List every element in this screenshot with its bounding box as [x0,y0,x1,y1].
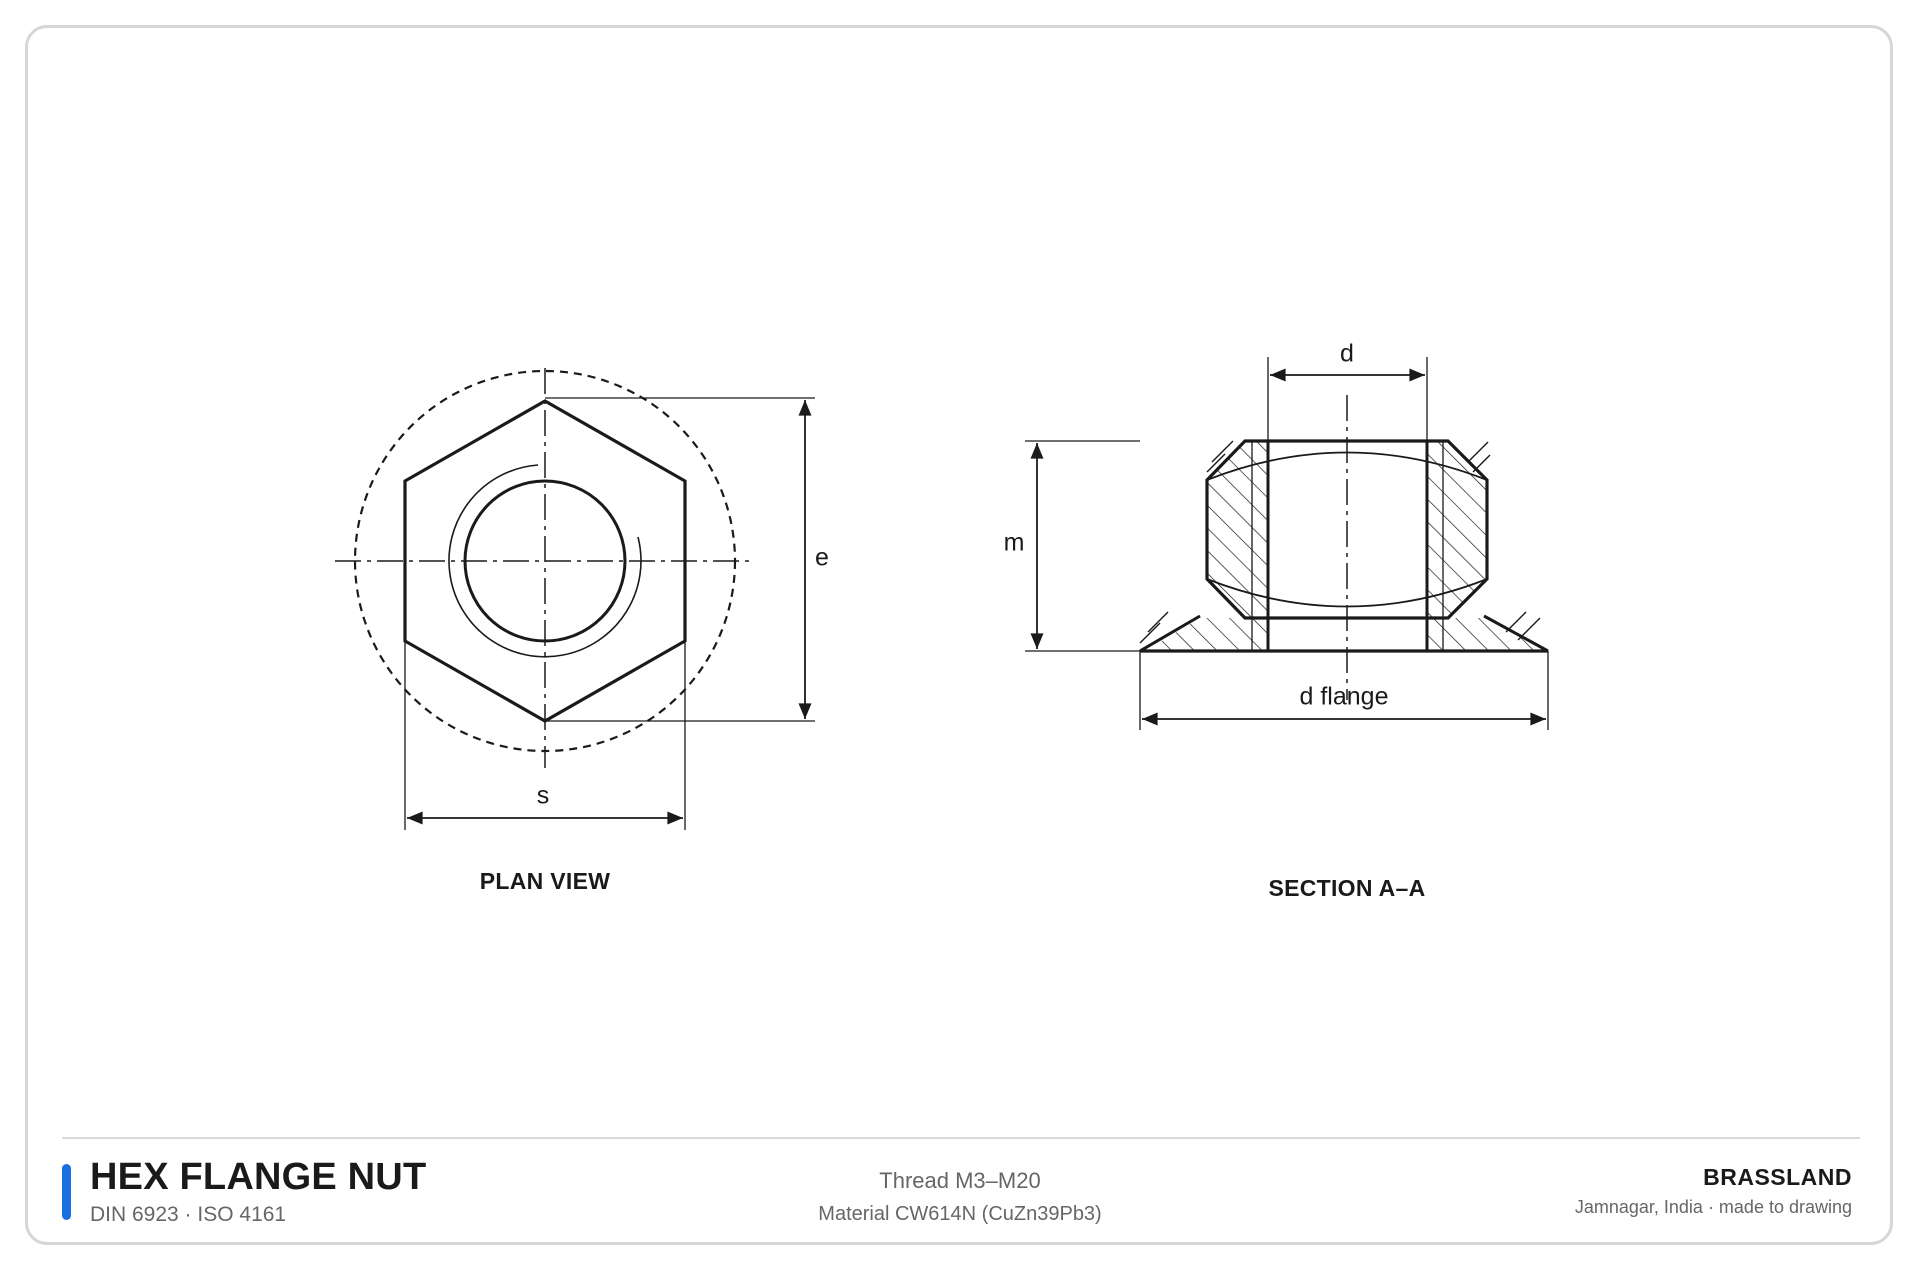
title-accent-bar [62,1164,71,1220]
drawing-sheet [25,25,1893,1245]
dimension-label-s: s [536,781,550,810]
flange-edge-left [1139,614,1201,653]
dimension-label-e: e [815,543,829,572]
flange-edge-right [1483,614,1549,653]
dimension-label-m: m [1003,528,1025,557]
material-spec: Material CW614N (CuZn39Pb3) [818,1203,1102,1225]
part-standard: DIN 6923 · ISO 4161 [90,1203,287,1226]
flange-hatch-left [1145,618,1268,651]
brand-location: Jamnagar, India · made to drawing [1574,1197,1852,1217]
thread-arc [448,464,642,658]
nut-body-outline [1205,439,1489,620]
flange-hatch-right [1427,618,1550,651]
plan-view [335,368,815,830]
part-title: HEX FLANGE NUT [90,1156,427,1198]
dimension-label-d: d [1340,339,1354,368]
brand-name: BRASSLAND [1703,1164,1852,1190]
section-hatch-left [1207,441,1268,618]
section-view [1025,357,1550,730]
section-hatch-right [1427,441,1487,618]
section-view-label: SECTION A–A [1268,875,1426,901]
dimension-label-d-flange: d flange [1299,682,1389,711]
thread-spec: Thread M3–M20 [879,1168,1041,1193]
title-block-divider [62,1137,1860,1139]
plan-view-label: PLAN VIEW [479,868,611,894]
